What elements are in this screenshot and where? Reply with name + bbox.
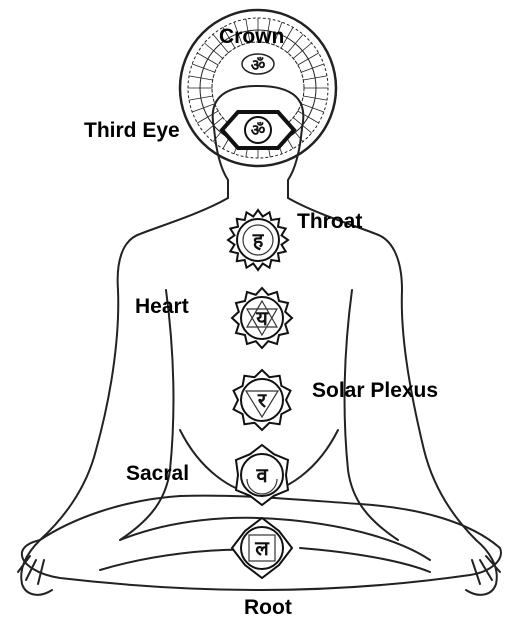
third-eye-label: Third Eye [84, 120, 180, 141]
root-glyph: ल [254, 536, 270, 560]
crown-chakra-emblem: ॐ [242, 54, 274, 75]
sacral-label: Sacral [126, 463, 189, 484]
third-eye-glyph: ॐ [251, 121, 266, 140]
heart-glyph: य [255, 306, 269, 330]
root-label: Root [244, 597, 292, 618]
heart-chakra-emblem: य [232, 288, 292, 348]
throat-glyph: ह [252, 228, 265, 252]
solar-plexus-label: Solar Plexus [312, 380, 438, 401]
throat-chakra-emblem: ह [228, 210, 288, 270]
root-chakra-emblem: ल [232, 518, 292, 578]
sacral-glyph: व [255, 463, 268, 487]
third-eye-chakra-emblem: ॐ [222, 112, 294, 148]
crown-label: Crown [219, 26, 284, 47]
solar-plexus-chakra-emblem: र [234, 370, 291, 430]
throat-label: Throat [297, 211, 362, 232]
solar-plexus-glyph: र [257, 388, 267, 412]
crown-glyph: ॐ [251, 56, 266, 75]
right-hand [466, 540, 500, 595]
heart-label: Heart [135, 296, 189, 317]
